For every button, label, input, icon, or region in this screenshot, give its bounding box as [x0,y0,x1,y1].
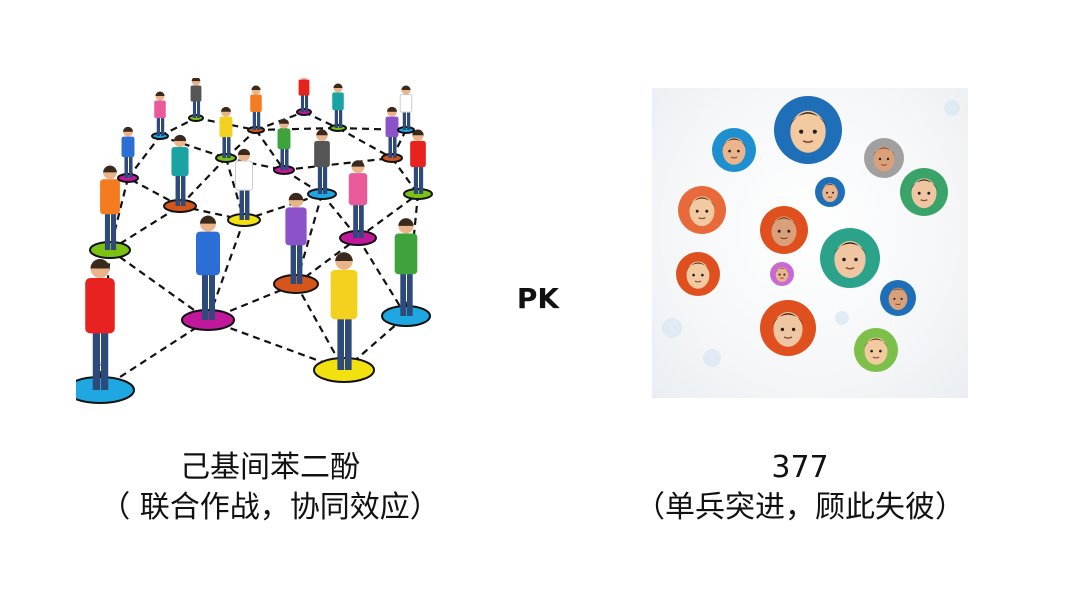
background-dot [662,318,682,338]
avatar-bubble [864,138,904,178]
network-node [273,118,295,175]
network-node [381,106,403,163]
network-link [321,193,359,239]
avatar-bubble [854,328,898,372]
avatar-bubble [815,177,845,207]
network-link [357,193,419,239]
network-node [89,165,131,259]
network-node [215,106,237,163]
avatar-bubble [774,96,842,164]
background-dot [703,349,721,367]
network-link [283,156,393,172]
network-link [225,129,257,159]
avatar-bubble [712,128,756,172]
network-node [151,91,169,140]
left-caption: 己基间苯二酚 （ 联合作战，协同效应） [60,448,480,528]
network-link [127,135,161,179]
network-node [296,78,312,116]
network-node [313,252,375,383]
right-caption: 377 （单兵突进，顾此失彼） [590,448,1010,528]
left-caption-subtitle: （ 联合作战，协同效应） [100,490,440,525]
right-caption-title: 377 [771,450,829,485]
network-links [98,110,420,391]
network-link [255,126,339,132]
network-link [255,129,285,171]
network-node [329,83,347,132]
network-node [339,160,377,246]
network-link [295,283,345,371]
avatar-bubble [820,228,880,288]
network-node [307,129,337,200]
network-graph [76,78,433,404]
network-link [391,157,419,195]
avatar-bubble [770,262,794,286]
avatar-bubble [900,168,948,216]
left-caption-title: 己基间苯二酚 [180,450,360,485]
network-link [127,177,181,207]
network-node [117,126,139,183]
network-node [273,192,319,294]
network-link [357,237,407,317]
network-link [109,249,209,321]
network-link [99,319,209,391]
network-node [188,78,204,122]
avatar-bubble [760,206,808,254]
network-node [76,258,135,404]
network-people-illustration [76,78,448,416]
network-link [337,127,393,159]
right-caption-subtitle: （单兵突进，顾此失彼） [635,490,965,525]
network-link [159,134,227,160]
avatar-bubble [678,186,726,234]
background-dot [835,311,849,325]
network-node [181,215,235,331]
network-node [397,85,415,134]
avatar-bubble [760,300,816,356]
isolated-avatars-illustration [652,88,968,398]
network-node [403,129,433,200]
background-dot [944,100,960,116]
network-node [247,85,265,134]
avatar-bubble [676,252,720,296]
avatar-bubbles [662,96,960,372]
network-node [163,134,197,213]
avatar-bubble [880,280,916,316]
network-node [381,218,431,327]
pk-label: PK [516,282,560,315]
network-node [227,148,261,227]
